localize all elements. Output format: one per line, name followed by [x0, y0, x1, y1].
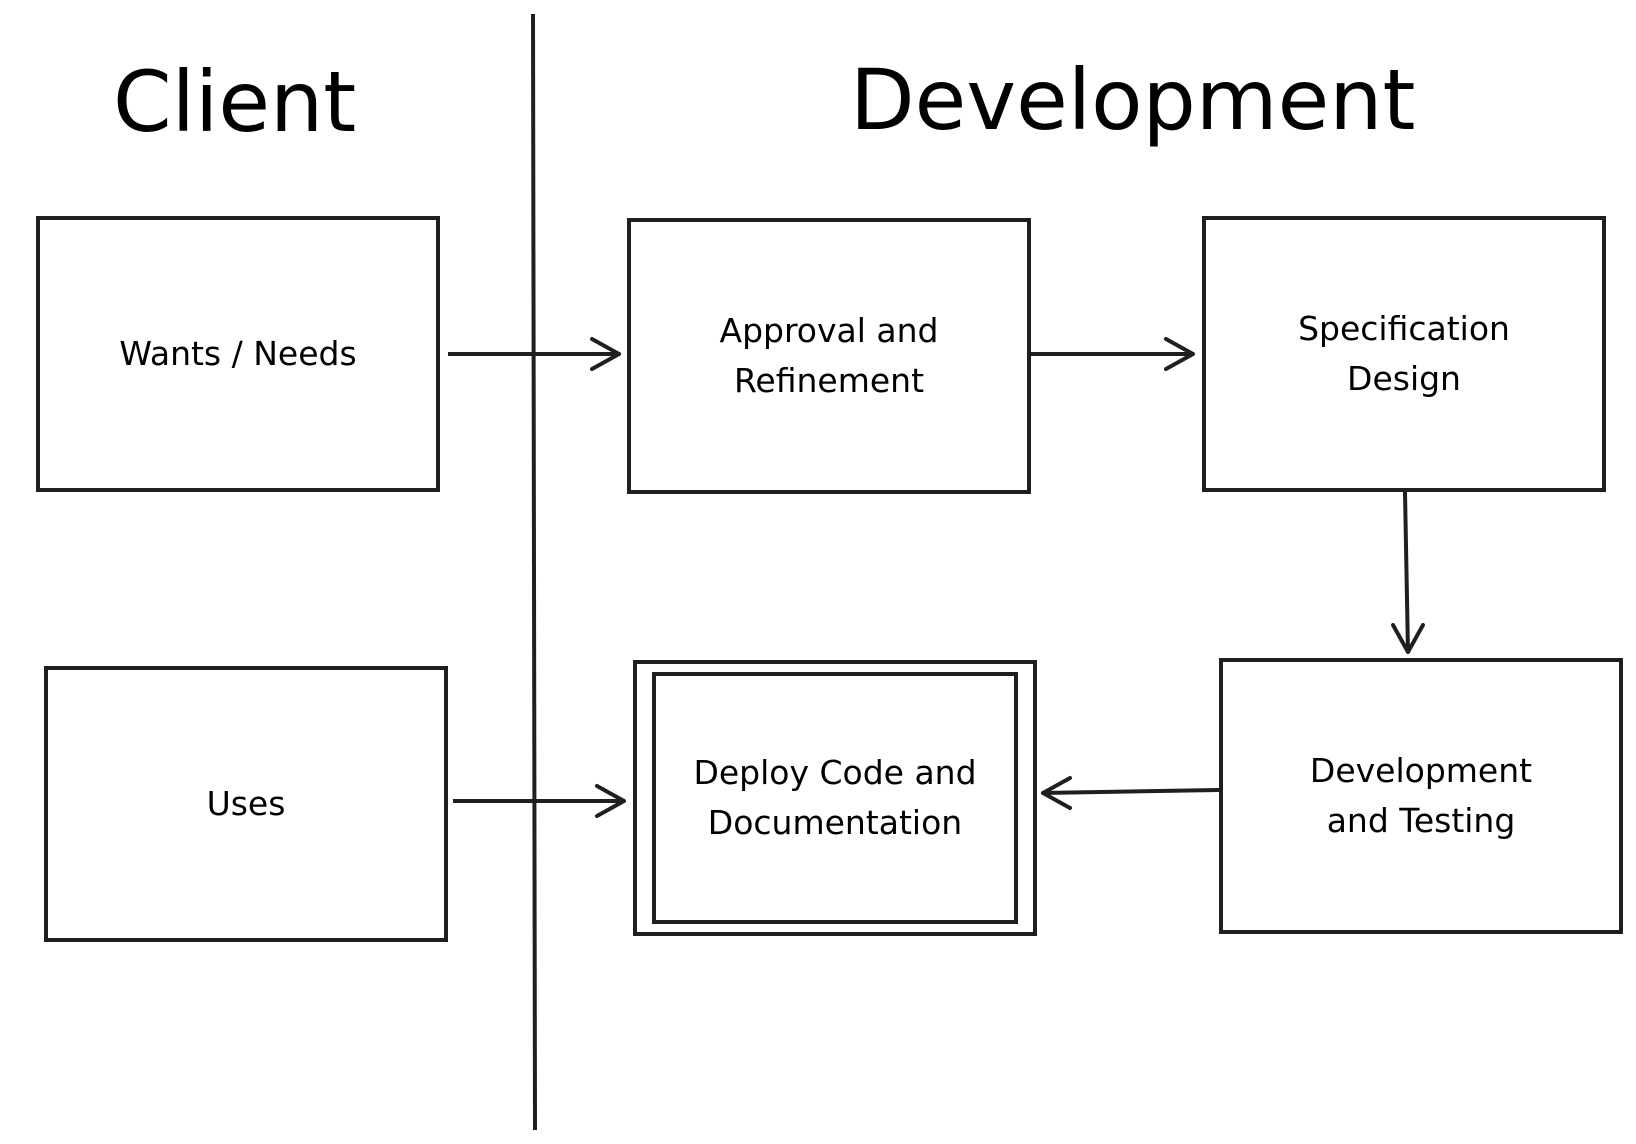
development-heading: Development [850, 51, 1416, 149]
wants-needs-label: Wants / Needs [119, 329, 356, 379]
approval-line1: Approval and [719, 311, 939, 350]
approval-line2: Refinement [733, 361, 925, 400]
arrowhead-devtest-to-deploy [1041, 776, 1072, 810]
deploy-label: Deploy Code and Documentation [693, 748, 976, 848]
deploy-box-outer-border [633, 660, 1037, 936]
specification-line2: Design [1347, 359, 1461, 398]
uses-box: Uses [44, 666, 448, 942]
specification-design-label: Specification Design [1298, 304, 1510, 404]
development-testing-box: Development and Testing [1219, 658, 1623, 934]
swimlane-divider [531, 13, 537, 1131]
deploy-code-documentation-box: Deploy Code and Documentation [652, 672, 1018, 924]
arrowhead-wants-to-approval [590, 337, 621, 371]
deploy-line2: Documentation [707, 803, 963, 842]
deploy-line1: Deploy Code and [693, 753, 977, 792]
wants-needs-line1: Wants / Needs [119, 334, 357, 373]
specification-design-box: Specification Design [1202, 216, 1606, 492]
approval-refinement-label: Approval and Refinement [720, 306, 939, 406]
devtest-line1: Development [1309, 751, 1533, 790]
edge-devtest-to-deploy [1041, 788, 1220, 795]
wants-needs-box: Wants / Needs [36, 216, 440, 492]
arrowhead-uses-to-deploy [595, 784, 626, 818]
approval-refinement-box: Approval and Refinement [627, 218, 1031, 494]
development-testing-label: Development and Testing [1310, 746, 1532, 846]
edge-spec-to-devtest [1403, 491, 1410, 654]
devtest-line2: and Testing [1326, 801, 1516, 840]
uses-label: Uses [207, 779, 286, 829]
uses-line1: Uses [206, 784, 286, 823]
client-heading: Client [113, 53, 357, 151]
arrowhead-approval-to-spec [1164, 337, 1195, 371]
specification-line1: Specification [1298, 309, 1510, 348]
arrowhead-spec-to-devtest [1391, 623, 1425, 654]
